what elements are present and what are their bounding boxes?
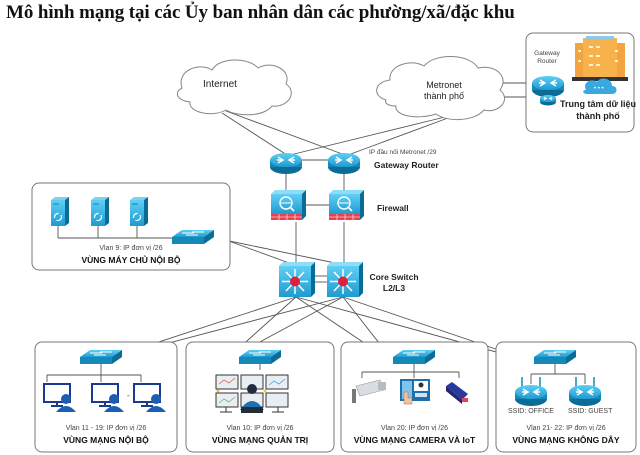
dc-gateway-router-1-icon bbox=[531, 75, 565, 98]
datacenter-name-line1: Trung tâm dữ liệu bbox=[560, 99, 637, 109]
ellipsis-dash: - bbox=[127, 391, 130, 400]
gateway-router-1-icon bbox=[269, 152, 303, 175]
diagram-title: Mô hình mạng tại các Ủy ban nhân dân các… bbox=[6, 2, 515, 23]
core-switch-label-line2: L2/L3 bbox=[382, 283, 406, 293]
internal-zone-name: VÙNG MẠNG NỘI BỘ bbox=[63, 435, 149, 445]
server-3-icon bbox=[129, 196, 149, 227]
link-metronet-gw2 bbox=[347, 117, 449, 156]
server-zone-vlan: Vlan 9: IP đơn vị /26 bbox=[99, 245, 163, 252]
monitoring-station-icon bbox=[215, 374, 289, 413]
wireless-zone-vlan: Vlan 21- 22: IP đơn vị /26 bbox=[526, 425, 606, 432]
server-1-icon bbox=[50, 196, 70, 227]
cloud-internet bbox=[176, 59, 292, 116]
camera-zone-name: VÙNG MẠNG CAMERA VÀ IoT bbox=[353, 435, 476, 445]
core-switch-label-line1: Core Switch bbox=[369, 272, 419, 282]
datacenter-name-line2: thành phố bbox=[576, 111, 620, 121]
datacenter-server-icon: • • • bbox=[572, 36, 628, 94]
internal-zone-vlan: Vlan 11 - 19: IP đơn vị /26 bbox=[65, 425, 147, 432]
link-internet-gw2 bbox=[225, 110, 346, 156]
internet-label: Internet bbox=[203, 79, 237, 90]
dc-router-label-line1: Gateway bbox=[534, 50, 560, 57]
svg-text:• • •: • • • bbox=[594, 86, 604, 92]
access-control-icon bbox=[400, 379, 430, 405]
cloud-metronet bbox=[376, 55, 506, 120]
metronet-label-line2: thành phố bbox=[423, 91, 465, 101]
link-core2-wireless bbox=[342, 296, 523, 359]
server-zone-name: VÙNG MÁY CHỦ NỘI BỘ bbox=[81, 255, 181, 265]
internal-zone-box bbox=[34, 341, 178, 453]
server-zone-box bbox=[31, 182, 231, 271]
iot-device-icon bbox=[446, 382, 468, 404]
server-2-icon bbox=[90, 196, 110, 227]
gateway-router-2-icon bbox=[327, 152, 361, 175]
gateway-router-label: Gateway Router bbox=[374, 160, 439, 170]
wireless-zone-name: VÙNG MẠNG KHÔNG DÂY bbox=[512, 435, 620, 445]
link-srvsw-core2 bbox=[214, 237, 341, 265]
gateway-ip-note: IP đầu nối Metronet /29 bbox=[369, 149, 437, 156]
ssid-office-label: SSID: OFFICE bbox=[508, 408, 554, 415]
link-internet-gw1 bbox=[221, 112, 288, 156]
firewall-label: Firewall bbox=[377, 203, 409, 213]
metronet-label-line1: Metronet bbox=[426, 80, 462, 90]
admin-zone-vlan: Vlan 10: IP đơn vị /26 bbox=[226, 425, 294, 432]
admin-zone-name: VÙNG MẠNG QUẢN TRỊ bbox=[211, 435, 309, 445]
dc-gateway-router-2-icon bbox=[539, 94, 557, 106]
firewall-2-icon bbox=[329, 190, 364, 220]
core-switch-1-icon bbox=[279, 262, 315, 297]
wireless-zone-box bbox=[495, 341, 637, 453]
link-metronet-gw1 bbox=[289, 116, 446, 156]
server-zone-links bbox=[57, 226, 172, 239]
firewall-1-icon bbox=[271, 190, 306, 220]
security-camera-icon bbox=[352, 379, 386, 403]
camera-zone-vlan: Vlan 20: IP đơn vị /26 bbox=[380, 425, 449, 432]
ssid-guest-label: SSID: GUEST bbox=[568, 408, 613, 415]
core-switch-2-icon bbox=[327, 262, 363, 297]
dc-router-label-line2: Router bbox=[537, 58, 557, 65]
